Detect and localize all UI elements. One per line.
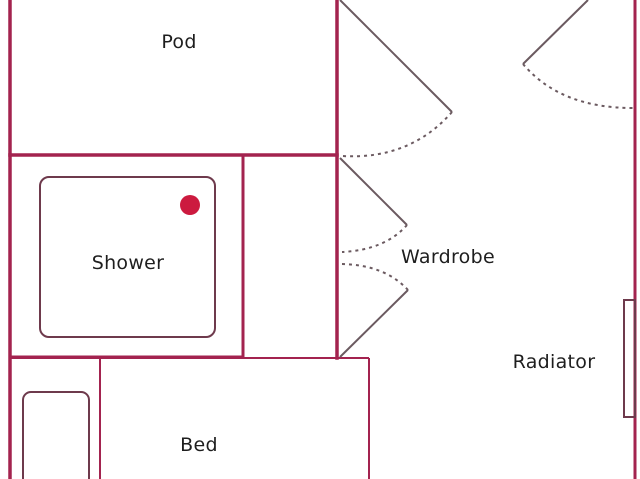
wardrobe-lower-door-arc	[341, 263, 409, 291]
pod-label: Pod	[161, 31, 197, 53]
wardrobe-upper-door-leaf	[339, 157, 408, 226]
wardrobe-upper-door-arc	[341, 224, 408, 253]
shower-label: Shower	[91, 252, 165, 274]
wardrobe-label: Wardrobe	[401, 246, 495, 268]
entrance-door-arc	[522, 63, 634, 109]
pod-door-leaf	[339, 0, 453, 113]
entrance-door-leaf	[522, 0, 589, 65]
walls	[8, 0, 637, 479]
bedside-cabinet	[22, 391, 90, 479]
pod-door-arc	[341, 111, 453, 158]
radiator	[623, 299, 636, 418]
shower-head-icon	[180, 195, 200, 215]
shower-tray	[39, 176, 216, 338]
bed-label: Bed	[180, 434, 218, 456]
bed-frame	[10, 357, 370, 479]
door-swings	[339, 0, 634, 358]
wardrobe-lower-door-leaf	[339, 289, 409, 358]
radiator-label: Radiator	[512, 351, 596, 373]
